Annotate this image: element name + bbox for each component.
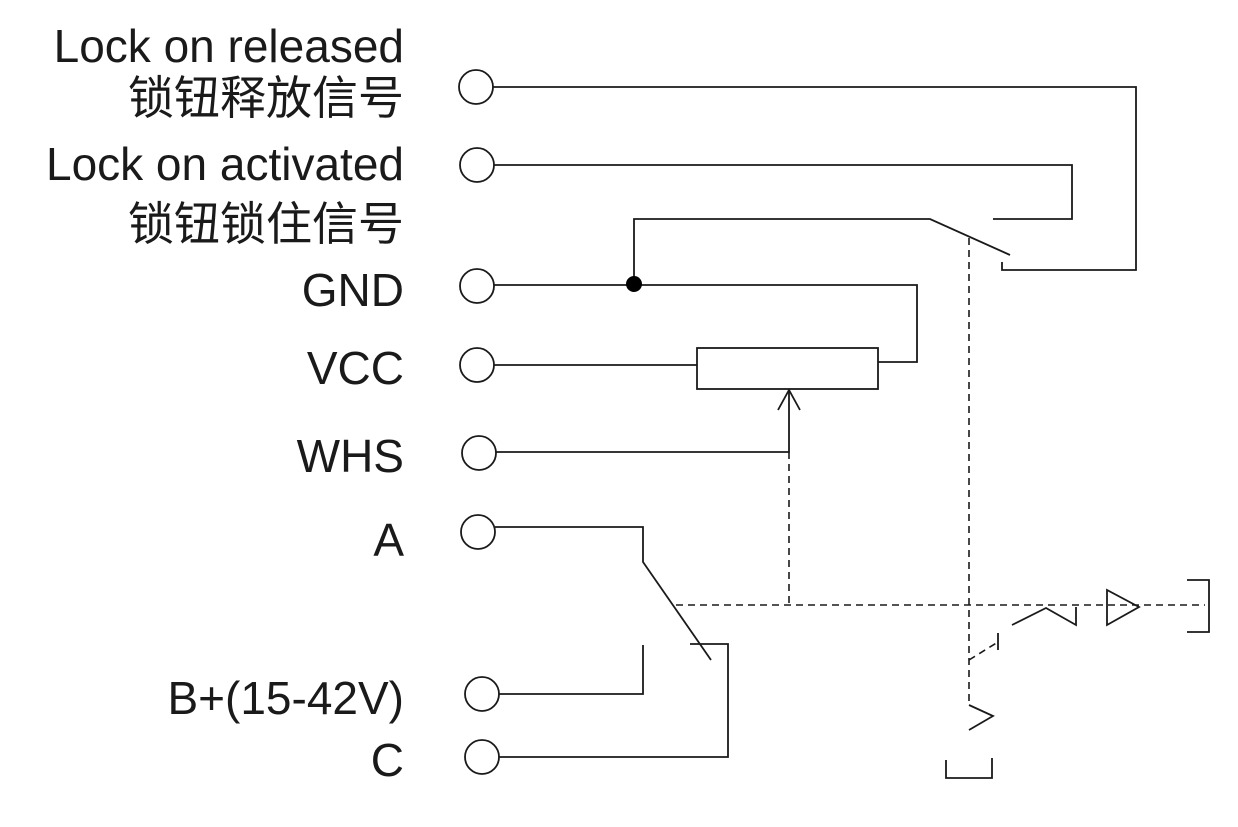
terminal-a bbox=[460, 514, 496, 550]
wiper-arrow bbox=[777, 388, 801, 411]
arrow-symbol bbox=[1106, 588, 1141, 627]
label-lock-activated-cn: 锁钮锁住信号 bbox=[128, 197, 404, 251]
terminal-bplus bbox=[464, 676, 500, 712]
wire-c bbox=[499, 643, 729, 758]
label-lock-activated: Lock on activated bbox=[46, 138, 404, 190]
wire-lock-common bbox=[633, 218, 1011, 284]
junction-dot bbox=[626, 276, 642, 292]
terminal-whs bbox=[461, 435, 497, 471]
spring-down-symbol bbox=[968, 704, 995, 731]
label-lock-released-cn: 锁钮释放信号 bbox=[128, 71, 404, 125]
wire-lock-released bbox=[493, 86, 1137, 271]
wire-bplus bbox=[499, 645, 644, 695]
potentiometer bbox=[696, 347, 879, 390]
label-lock-released: Lock on released bbox=[54, 20, 404, 72]
label-vcc: VCC bbox=[307, 342, 404, 394]
spring-symbol bbox=[1011, 606, 1077, 627]
label-c: C bbox=[371, 734, 404, 786]
terminal-c bbox=[464, 739, 500, 775]
terminal-gnd bbox=[459, 268, 495, 304]
label-bplus: B+(15-42V) bbox=[167, 672, 404, 724]
label-whs: WHS bbox=[297, 430, 404, 482]
linkage-branch bbox=[968, 641, 999, 661]
terminal-lock-released bbox=[458, 69, 494, 105]
terminal-vcc bbox=[459, 347, 495, 383]
wire-lock-activated bbox=[494, 164, 1073, 220]
label-gnd: GND bbox=[302, 264, 404, 316]
label-a: A bbox=[373, 514, 404, 566]
ground-bracket bbox=[945, 758, 993, 779]
terminal-lock-activated bbox=[459, 147, 495, 183]
end-bracket bbox=[1187, 579, 1210, 633]
wire-whs bbox=[496, 390, 790, 453]
wire-a bbox=[495, 526, 712, 661]
wire-gnd bbox=[494, 284, 918, 363]
